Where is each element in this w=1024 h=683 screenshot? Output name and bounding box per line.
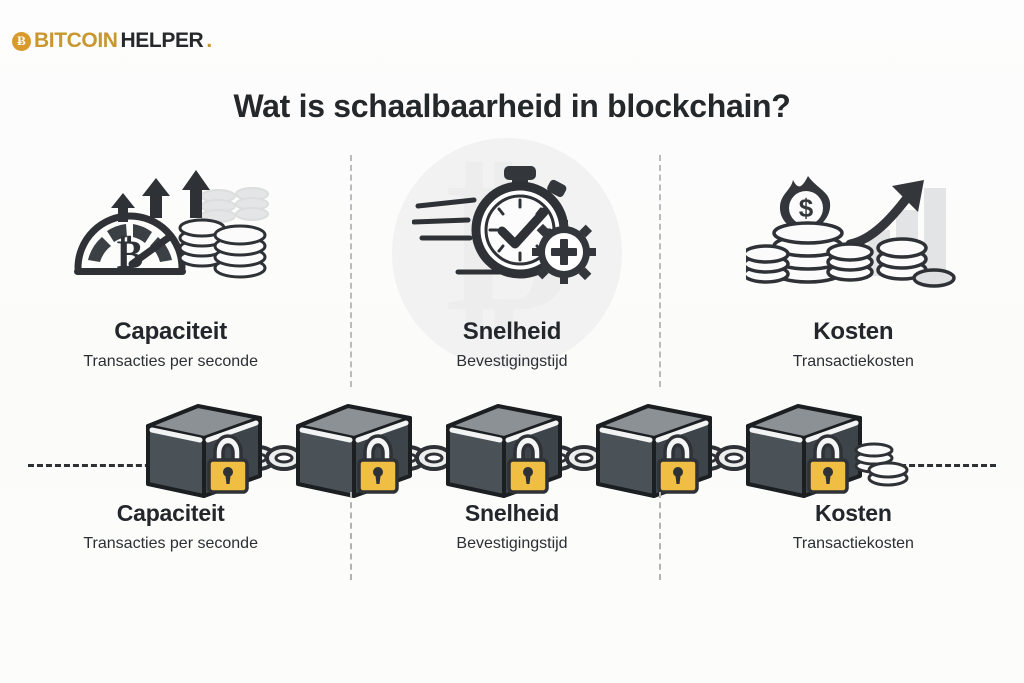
brand-name-dot: . [206,29,213,52]
feature-subtitle: Transacties per seconde [83,353,258,370]
speedometer-bitcoin-coins-icon: ₿ [66,160,276,300]
column-divider-2 [659,155,661,387]
footer-divider-1 [350,492,352,580]
chain-block [148,406,260,496]
chain-block [748,406,860,496]
stopwatch-check-gear-icon [411,160,612,300]
footer-title: Capaciteit [116,500,225,526]
bitcoin-logo-icon: Ƀ [12,31,31,51]
footer-label-row: Capaciteit Transacties per seconde Snelh… [0,500,1024,553]
feature-subtitle: Bevestigingstijd [456,353,568,370]
feature-subtitle: Transactiekosten [792,353,914,370]
page-title: Wat is schaalbaarheid in blockchain? [233,88,791,124]
bitcoin-logo-glyph: Ƀ [17,33,26,48]
feature-title: Kosten [813,318,894,345]
footer-title: Kosten [814,500,892,526]
svg-text:$: $ [799,193,814,223]
burning-money-rising-chart-icon: $ [745,160,961,300]
feature-title: Capaciteit [114,318,228,345]
chain-end-coins [854,442,909,487]
footer-subtitle: Transactiekosten [792,535,914,552]
brand-name-secondary: HELPER [120,29,204,52]
footer-label-kosten: Kosten Transactiekosten [683,500,1024,553]
feature-title: Snelheid [462,318,562,345]
brand-name-primary: BITCOIN [34,29,118,52]
feature-capaciteit: ₿ [0,160,341,371]
feature-columns: ₿ [0,160,1024,371]
chain-block [598,406,710,496]
footer-title: Snelheid [464,500,560,526]
footer-label-snelheid: Snelheid Bevestigingstijd [341,500,682,553]
feature-snelheid: Snelheid Bevestigingstijd [341,160,682,371]
column-divider-1 [350,155,352,387]
feature-kosten: $ [683,160,1024,371]
blockchain-chain [0,392,1024,502]
footer-subtitle: Transacties per seconde [83,535,258,552]
footer-divider-2 [659,492,661,580]
footer-subtitle: Bevestigingstijd [456,535,568,552]
chain-block [298,406,410,496]
footer-label-capaciteit: Capaciteit Transacties per seconde [0,500,341,553]
chain-block [448,406,560,496]
